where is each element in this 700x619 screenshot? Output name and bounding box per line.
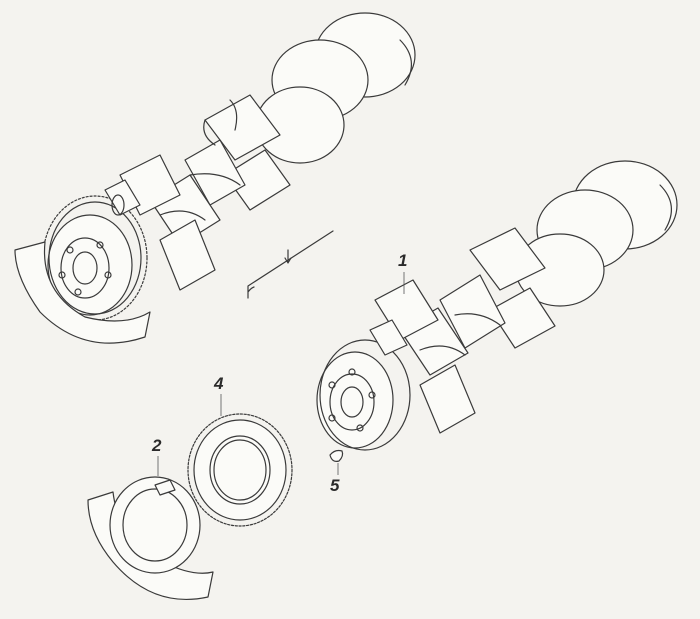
callout-2: 2 (152, 436, 162, 455)
assembled-crankshaft (14, 12, 416, 344)
key-part (329, 449, 344, 462)
crankshaft-part (316, 160, 678, 451)
callout-1: 1 (398, 251, 408, 270)
leader-lines (157, 272, 405, 476)
direction-arrow (247, 230, 334, 299)
callout-4: 4 (214, 374, 224, 393)
callout-5: 5 (330, 476, 340, 495)
counterweight-ring-part (87, 476, 214, 601)
ring-gear-part (187, 413, 293, 527)
